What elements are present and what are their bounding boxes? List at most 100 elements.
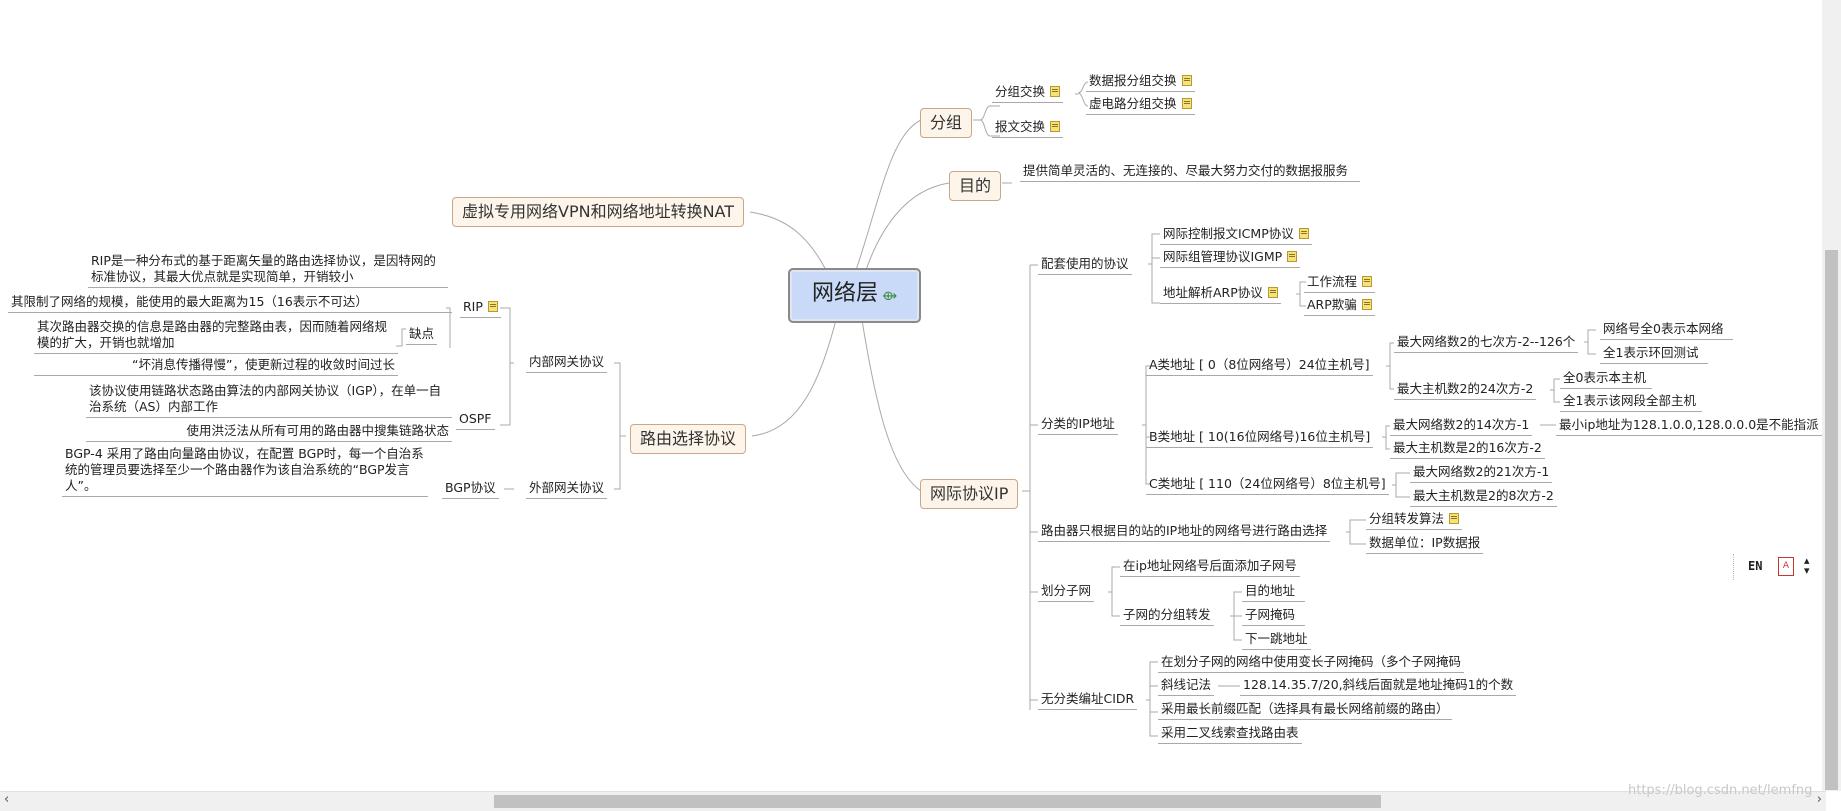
node-routing-unit[interactable]: 数据单位：IP数据报 [1366, 535, 1484, 554]
scroll-left-icon[interactable]: ‹ [4, 792, 10, 807]
node-rip-cons-2[interactable]: “坏消息传播得慢”，使更新过程的收敛时间过长 [34, 357, 398, 376]
node-c-host[interactable]: 最大主机数是2的8次方-2 [1410, 488, 1557, 507]
node-label: 该协议使用链路状态路由算法的内部网关协议（IGP），在单一自治系统（AS）内部工… [89, 383, 442, 414]
node-a-net-2[interactable]: 全1表示环回测试 [1600, 345, 1709, 364]
node-subnet-mask[interactable]: 子网掩码 [1242, 607, 1306, 626]
node-cidr-slash-ex[interactable]: 128.14.35.7/20,斜线后面就是地址掩码1的个数 [1240, 677, 1517, 696]
branch-fenzu-label: 分组 [930, 113, 963, 132]
node-subnet-add[interactable]: 在ip地址网络号后面添加子网号 [1120, 558, 1300, 577]
node-bgp-desc[interactable]: BGP-4 采用了路由向量路由协议，在配置 BGP时，每一个自治系统的管理员要选… [62, 446, 428, 497]
node-routing-algo[interactable]: 分组转发算法 [1366, 511, 1463, 530]
note-icon [1050, 86, 1061, 97]
node-label: B类地址 [ 10(16位网络号)16位主机号] [1149, 429, 1371, 444]
node-arp-flow[interactable]: 工作流程 [1304, 274, 1376, 293]
node-subnet-nexthop[interactable]: 下一跳地址 [1242, 631, 1311, 650]
node-label: 分组转发算法 [1369, 511, 1445, 526]
node-egp[interactable]: 外部网关协议 [526, 480, 608, 499]
note-icon [1298, 228, 1309, 239]
node-class-b[interactable]: B类地址 [ 10(16位网络号)16位主机号] [1146, 429, 1374, 448]
link-root-vpn [749, 211, 827, 271]
node-xudianlu[interactable]: 虚电路分组交换 [1086, 96, 1195, 115]
node-rip-limit[interactable]: 其限制了网络的规模，能使用的最大距离为15（16表示不可达） [8, 294, 452, 313]
node-rip-desc[interactable]: RIP是一种分布式的基于距离矢量的路由选择协议，是因特网的标准协议，其最大优点就… [88, 253, 448, 288]
node-label: 斜线记法 [1161, 677, 1212, 692]
ime-language-indicator[interactable]: EN [1748, 559, 1763, 573]
node-subnet[interactable]: 划分子网 [1038, 583, 1095, 602]
root-node[interactable]: 网络层⟴ [788, 268, 922, 323]
vertical-scroll-thumb[interactable] [1825, 250, 1838, 790]
node-fenzu-jiaohuan[interactable]: 分组交换 [992, 84, 1064, 103]
node-ospf-flood[interactable]: 使用洪泛法从所有可用的路由器中搜集链路状态 [86, 423, 452, 442]
node-a-net[interactable]: 最大网络数2的七次方-2--126个 [1394, 334, 1579, 353]
node-label: RIP是一种分布式的基于距离矢量的路由选择协议，是因特网的标准协议，其最大优点就… [91, 253, 436, 284]
node-arp-spoof[interactable]: ARP欺骗 [1304, 297, 1375, 316]
node-label: BGP-4 采用了路由向量路由协议，在配置 BGP时，每一个自治系统的管理员要选… [65, 446, 424, 493]
ime-toolbar[interactable]: EN A ▴▾ [1733, 554, 1819, 580]
node-ospf[interactable]: OSPF [456, 411, 495, 430]
branch-mudi[interactable]: 目的 [949, 171, 1002, 201]
node-a-host-1[interactable]: 全0表示本主机 [1560, 370, 1652, 389]
node-ospf-desc[interactable]: 该协议使用链路状态路由算法的内部网关协议（IGP），在单一自治系统（AS）内部工… [86, 383, 452, 418]
node-cidr-vlsm[interactable]: 在划分子网的网络中使用变长子网掩码（多个子网掩码 [1158, 654, 1465, 673]
node-a-host-2[interactable]: 全1表示该网段全部主机 [1560, 393, 1702, 412]
node-label: 外部网关协议 [529, 480, 605, 495]
node-label: 目的地址 [1245, 583, 1296, 598]
node-label: 工作流程 [1307, 274, 1358, 289]
node-peitao[interactable]: 配套使用的协议 [1038, 256, 1132, 275]
branch-fenzu[interactable]: 分组 [920, 108, 973, 138]
node-b-host[interactable]: 最大主机数是2的16次方-2 [1390, 440, 1545, 459]
node-class-a[interactable]: A类地址 [ 0（8位网络号）24位主机号] [1146, 357, 1373, 376]
pdf-icon[interactable]: A [1778, 557, 1794, 576]
node-label: 分类的IP地址 [1041, 416, 1115, 431]
node-rip-cons[interactable]: 缺点 [406, 326, 438, 345]
branch-vpn[interactable]: 虚拟专用网络VPN和网络地址转换NAT [452, 197, 745, 227]
node-igmp[interactable]: 网际组管理协议IGMP [1160, 249, 1301, 268]
note-icon [1361, 299, 1372, 310]
node-class-c[interactable]: C类地址 [ 110（24位网络号）8位主机号] [1146, 476, 1389, 495]
node-icmp[interactable]: 网际控制报文ICMP协议 [1160, 226, 1312, 245]
node-label: “坏消息传播得慢”，使更新过程的收敛时间过长 [132, 357, 395, 372]
node-shujubao[interactable]: 数据报分组交换 [1086, 73, 1195, 92]
node-mudi-desc[interactable]: 提供简单灵活的、无连接的、尽最大努力交付的数据报服务 [1020, 163, 1361, 182]
branch-ip[interactable]: 网际协议IP [920, 479, 1019, 509]
node-a-net-1[interactable]: 网络号全0表示本网络 [1600, 321, 1734, 340]
horizontal-scroll-thumb[interactable] [494, 795, 1381, 808]
node-label: 路由器只根据目的站的IP地址的网络号进行路由选择 [1041, 523, 1328, 538]
node-subnet-forward[interactable]: 子网的分组转发 [1120, 607, 1214, 626]
node-label: 使用洪泛法从所有可用的路由器中搜集链路状态 [186, 423, 449, 438]
node-b-net[interactable]: 最大网络数2的14次方-1 [1390, 417, 1533, 436]
note-icon [1362, 276, 1373, 287]
branch-routing-protocols[interactable]: 路由选择协议 [630, 424, 747, 454]
root-label: 网络层 [812, 281, 879, 306]
node-b-net-1[interactable]: 最小ip地址为128.1.0.0,128.0.0.0是不能指派 [1556, 417, 1822, 436]
branch-vpn-label: 虚拟专用网络VPN和网络地址转换NAT [462, 202, 735, 221]
node-label: 数据单位：IP数据报 [1369, 535, 1481, 550]
node-routing[interactable]: 路由器只根据目的站的IP地址的网络号进行路由选择 [1038, 523, 1331, 542]
node-a-host[interactable]: 最大主机数2的24次方-2 [1394, 381, 1537, 400]
node-cidr-slash[interactable]: 斜线记法 [1158, 677, 1215, 696]
note-icon [1181, 75, 1192, 86]
scroll-right-icon[interactable]: › [1816, 792, 1822, 807]
node-rip-cons-1[interactable]: 其次路由器交换的信息是路由器的完整路由表，因而随着网络规模的扩大，开销也就增加 [34, 319, 398, 354]
horizontal-scrollbar[interactable]: ‹ › [0, 791, 1826, 811]
note-icon [1287, 251, 1298, 262]
node-cidr-lpm[interactable]: 采用最长前缀匹配（选择具有最长网络前缀的路由） [1158, 701, 1452, 720]
node-arp[interactable]: 地址解析ARP协议 [1160, 285, 1281, 304]
node-igp[interactable]: 内部网关协议 [526, 354, 608, 373]
node-cidr-trie[interactable]: 采用二叉线索查找路由表 [1158, 725, 1302, 744]
node-bgp[interactable]: BGP协议 [442, 480, 499, 499]
node-subnet-dest[interactable]: 目的地址 [1242, 583, 1306, 602]
node-c-net[interactable]: 最大网络数2的21次方-1 [1410, 464, 1553, 483]
node-cidr[interactable]: 无分类编址CIDR [1038, 691, 1138, 710]
node-label: 缺点 [409, 326, 435, 341]
node-label: 采用二叉线索查找路由表 [1161, 725, 1299, 740]
node-rip[interactable]: RIP [460, 299, 501, 318]
expand-icon[interactable]: ▴▾ [1804, 554, 1810, 577]
node-label: 全1表示该网段全部主机 [1563, 393, 1696, 408]
branch-ip-label: 网际协议IP [930, 484, 1009, 503]
node-label: 下一跳地址 [1245, 631, 1308, 646]
vertical-scrollbar[interactable] [1822, 0, 1841, 791]
node-classful[interactable]: 分类的IP地址 [1038, 416, 1118, 435]
note-icon [487, 301, 498, 312]
node-baowen[interactable]: 报文交换 [992, 119, 1064, 138]
